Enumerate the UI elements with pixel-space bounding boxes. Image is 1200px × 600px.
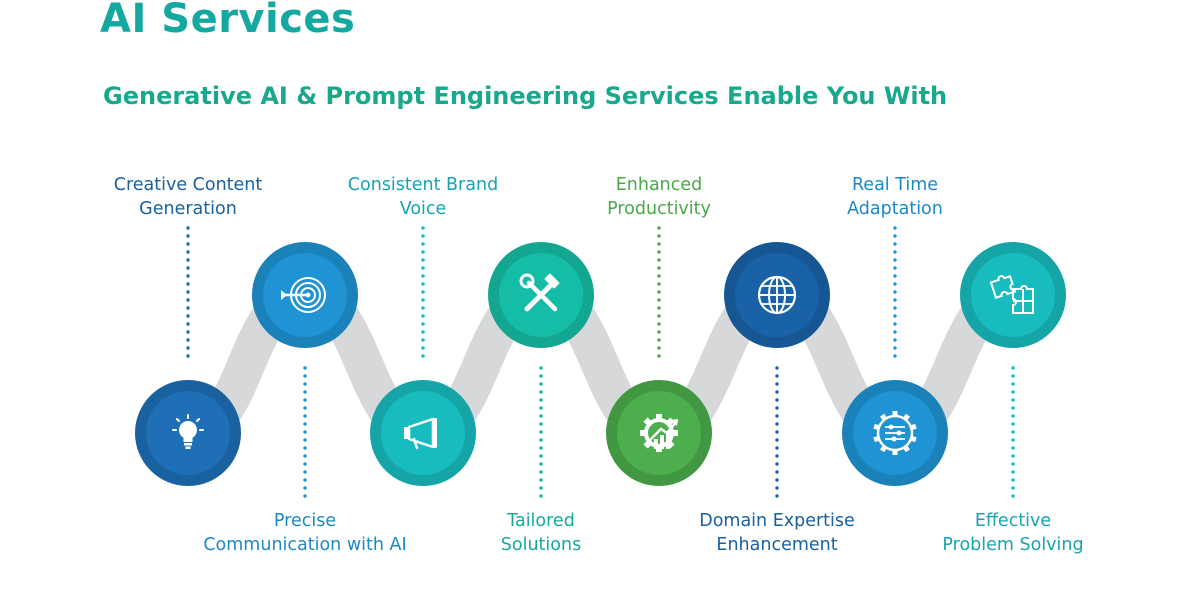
lightbulb-icon	[172, 414, 204, 449]
tools-icon	[519, 273, 560, 312]
service-label-line: Productivity	[607, 199, 711, 219]
dotted-leaders	[186, 226, 1015, 498]
page-subtitle: Generative AI & Prompt Engineering Servi…	[103, 82, 948, 110]
service-label-line: Enhancement	[716, 535, 838, 555]
service-node	[606, 380, 712, 486]
service-node	[370, 380, 476, 486]
service-label-line: Effective	[974, 511, 1052, 531]
service-label-line: Voice	[399, 199, 447, 219]
service-node	[135, 380, 241, 486]
service-label-line: Precise	[273, 511, 337, 531]
leader-line	[893, 226, 897, 358]
leader-line	[775, 366, 779, 498]
service-node	[488, 242, 594, 348]
node-inner-disc	[381, 391, 465, 475]
leader-line	[186, 226, 190, 358]
service-label-line: Tailored	[507, 511, 575, 531]
node-inner-disc	[617, 391, 701, 475]
service-label-line: Consistent Brand	[347, 175, 499, 195]
service-node	[252, 242, 358, 348]
service-label-line: Creative Content	[113, 175, 263, 195]
service-label-line: Problem Solving	[942, 535, 1084, 555]
service-label-line: Generation	[139, 199, 237, 219]
service-node	[842, 380, 948, 486]
service-label-line: Adaptation	[847, 199, 943, 219]
service-label-line: Domain Expertise	[699, 511, 855, 531]
service-label-line: Enhanced	[615, 175, 703, 195]
service-label-line: Solutions	[500, 535, 582, 555]
settings-sliders-icon	[873, 411, 917, 455]
leader-line	[1011, 366, 1015, 498]
service-node	[724, 242, 830, 348]
target-icon	[281, 277, 326, 313]
leader-line	[657, 226, 661, 358]
leader-line	[303, 366, 307, 498]
service-nodes	[135, 242, 1066, 486]
service-label-line: Real Time	[851, 175, 939, 195]
page-title: AI Services	[100, 0, 356, 42]
globe-icon	[757, 275, 797, 315]
megaphone-icon	[404, 417, 437, 450]
service-label-line: Communication with AI	[203, 535, 407, 555]
service-node	[960, 242, 1066, 348]
leader-line	[539, 366, 543, 498]
leader-line	[421, 226, 425, 358]
puzzle-icon	[989, 275, 1034, 314]
